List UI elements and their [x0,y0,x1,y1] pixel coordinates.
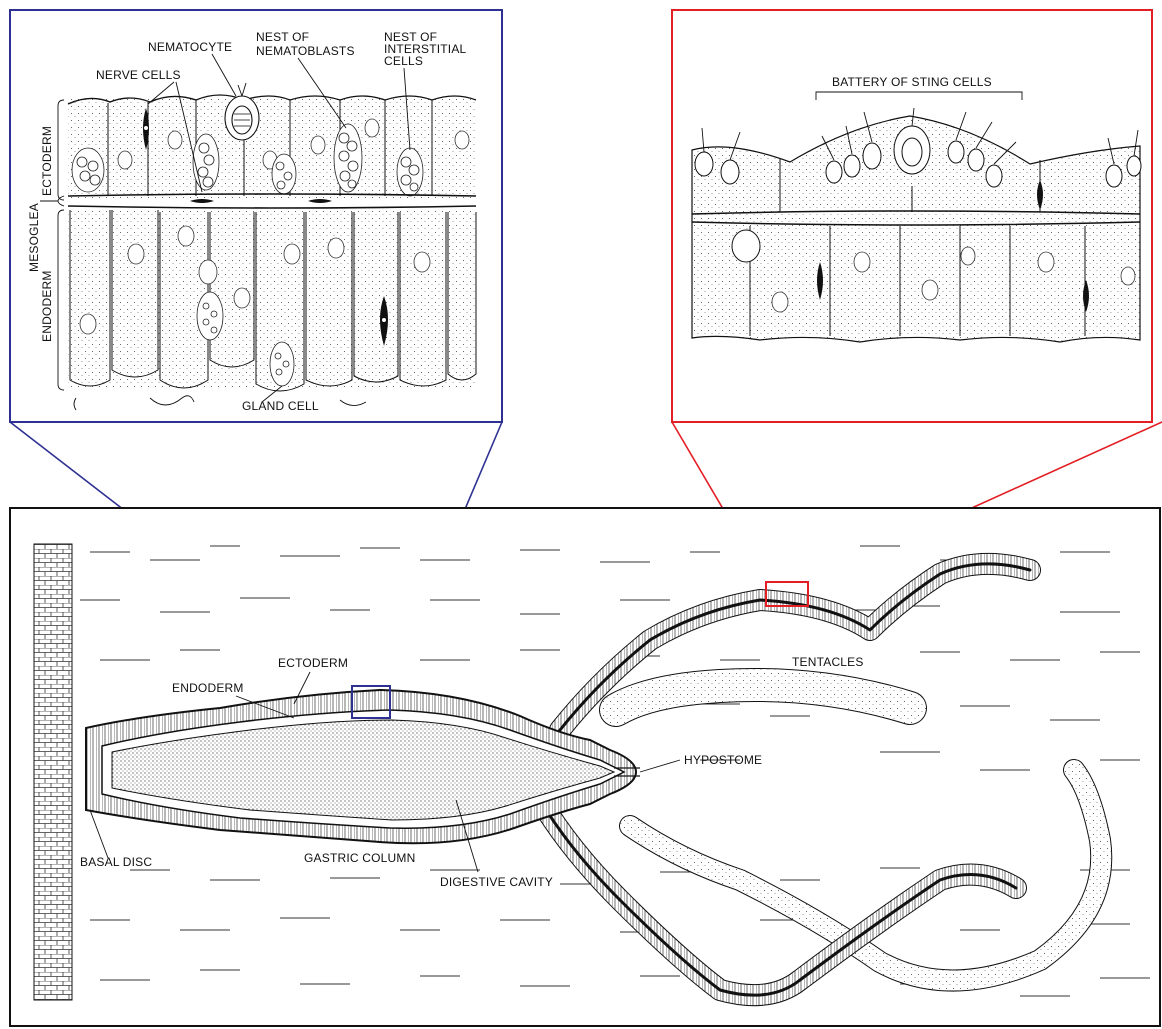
label-digestive-cavity: DIGESTIVE CAVITY [440,875,553,889]
label-mesoglea-vertical: MESOGLEA [27,203,41,272]
right-inset: BATTERY OF STING CELLS [672,10,1152,422]
substrate-stem [34,544,72,1000]
label-hypostome: HYPOSTOME [684,753,762,767]
label-nerve-cells: NERVE CELLS [96,68,181,82]
label-ectoderm-vertical: ECTODERM [40,126,54,196]
label-tentacles: TENTACLES [792,655,864,669]
endoderm-cell-layer [68,208,476,410]
left-inset: NEMATOCYTE NEST OF NEMATOBLASTS NEST OF … [10,10,502,422]
label-basal-disc: BASAL DISC [80,855,152,869]
label-main-endoderm: ENDODERM [172,681,244,695]
label-gastric-column: GASTRIC COLUMN [304,851,415,865]
label-battery-of-sting-cells: BATTERY OF STING CELLS [832,75,992,89]
label-gland-cell: GLAND CELL [242,399,319,413]
label-nest-interstitial-l3: CELLS [384,54,423,68]
label-nest-nematoblasts-l1: NEST OF [256,30,309,44]
label-nematocyte: NEMATOCYTE [148,40,232,54]
ectoderm-cell-layer [68,83,476,198]
main-panel: ECTODERM ENDODERM TENTACLES HYPOSTOME BA… [10,508,1160,1026]
label-main-ectoderm: ECTODERM [278,656,348,670]
label-nest-nematoblasts-l2: NEMATOBLASTS [256,44,355,58]
label-endoderm-vertical: ENDODERM [40,270,54,342]
